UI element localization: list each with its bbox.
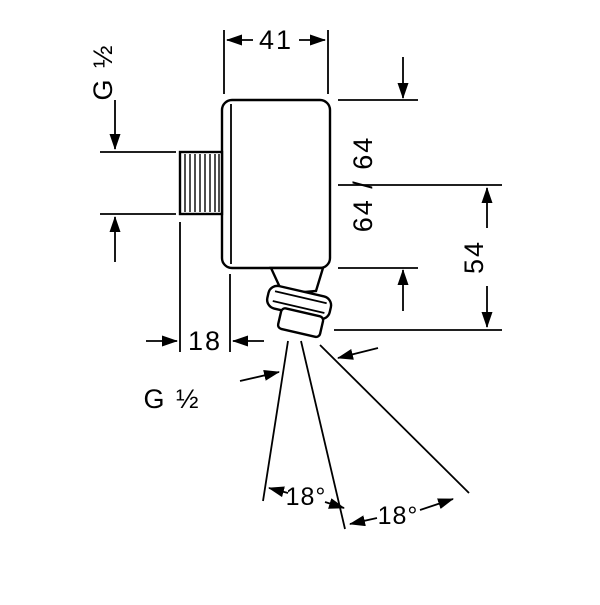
dimension-18: 18 — [146, 222, 264, 356]
angle-dimension-left: 18° — [268, 483, 345, 511]
angle-arrow-right — [324, 498, 345, 509]
dim-18-label: 18 — [188, 326, 222, 356]
dimension-41: 41 — [223, 25, 329, 94]
body-outline — [220, 98, 332, 270]
thread-g12-inlet-label: G ½ — [88, 43, 118, 100]
dimension-arrow-left — [337, 347, 379, 360]
dimension-64-64: 64 / 64 — [338, 57, 418, 311]
dimension-54: 54 — [334, 184, 502, 331]
valve-body — [220, 98, 332, 270]
nozzle-tip-outline — [276, 307, 325, 339]
dim-64-64-label: 64 / 64 — [348, 136, 378, 233]
angle-arrow-left — [349, 515, 378, 527]
swivel-line-left — [262, 340, 289, 502]
swivel-range-lines — [262, 340, 470, 530]
angle-18-inner-label: 18° — [286, 483, 327, 511]
dim-41-label: 41 — [259, 25, 293, 55]
swivel-line-center — [300, 340, 346, 530]
dimension-g12-top: G ½ — [88, 43, 176, 262]
pipe-thread — [178, 150, 224, 216]
angle-dimension-right: 18° — [349, 498, 454, 530]
nozzle-nut-detail-line — [274, 290, 327, 305]
nozzle-tip — [276, 307, 325, 339]
dimension-g12-bottom: G ½ — [143, 347, 379, 414]
outlet-nozzle — [265, 266, 333, 339]
thread-g12-outlet-label: G ½ — [143, 384, 200, 414]
dimension-arrow-right — [239, 370, 280, 382]
angle-arrow-left — [268, 486, 289, 498]
swivel-line-right — [319, 344, 470, 494]
dim-54-label: 54 — [459, 240, 489, 274]
angle-18-outer-label: 18° — [378, 502, 419, 530]
nozzle-nut-detail-line — [272, 300, 325, 314]
angle-arrow-right — [419, 498, 454, 511]
